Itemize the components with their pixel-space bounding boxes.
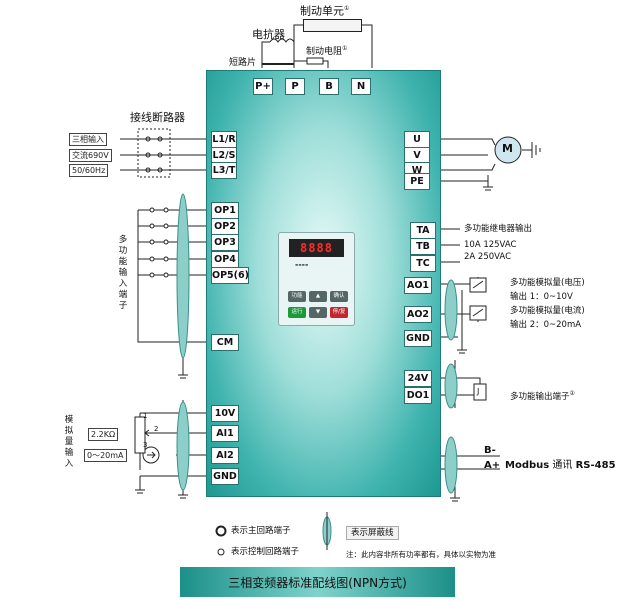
pot-pin-1: 1 <box>143 412 148 420</box>
terminal-l3-t: L3/T <box>211 162 237 179</box>
breaker-box <box>137 128 171 178</box>
do-relay-coil <box>473 383 487 401</box>
input-voltage-label: 交流690V <box>69 149 112 162</box>
terminal-p-plus: P+ <box>253 78 273 95</box>
pot-value-label: 2.2KΩ <box>88 428 119 441</box>
comm-shield <box>444 436 458 494</box>
relay-title: 多功能继电器输出 <box>464 224 533 234</box>
keypad-display: 8888 <box>289 239 344 257</box>
terminal-24v: 24V <box>404 370 432 387</box>
terminal-10v: 10V <box>211 405 239 422</box>
ao2-range: 输出 2：0~20mA <box>510 320 582 330</box>
analog-shield <box>176 401 190 491</box>
ao-shield <box>444 279 458 341</box>
current-range-label: 0～20mA <box>84 449 127 462</box>
do-label: 多功能输出端子① <box>510 390 575 402</box>
terminal-do1: DO1 <box>404 387 432 404</box>
comm-a-plus: A+ <box>484 460 501 471</box>
terminal-op5-6: OP5(6) <box>211 267 249 284</box>
terminal-l1-r: L1/R <box>211 131 237 148</box>
reactor-label: 电抗器 <box>252 28 285 41</box>
ao2-title: 多功能模拟量(电流) <box>510 306 585 316</box>
terminal-op4: OP4 <box>211 251 239 268</box>
legend-main-terminal: 表示主回路端子 <box>231 526 291 536</box>
keypad: 8888 ---- 功能 ▲ 确认 运行 ▼ 停/复 <box>278 232 355 326</box>
terminal-ai2: AI2 <box>211 447 239 464</box>
keypad-down-key[interactable]: ▼ <box>309 307 327 318</box>
keypad-stop-key[interactable]: 停/复 <box>330 307 348 318</box>
pot-pin-3: 3 <box>143 441 148 449</box>
comm-label: Modbus 通讯 RS-485 <box>505 460 616 471</box>
input-shield <box>176 193 190 359</box>
keypad-run-key[interactable]: 运行 <box>288 307 306 318</box>
diagram-title: 三相变频器标准配线图(NPN方式) <box>228 576 407 590</box>
pot-pin-2: 2 <box>154 425 159 433</box>
breaker-label: 接线断路器 <box>130 111 185 124</box>
terminal-op2: OP2 <box>211 218 239 235</box>
short-piece-label: 短路片 <box>229 58 257 68</box>
terminal-cm: CM <box>211 334 239 351</box>
pot-symbol <box>134 416 146 454</box>
brake-unit-label: 制动单元① <box>300 4 350 18</box>
terminal-gnd-ao: GND <box>404 330 432 347</box>
analog-input-side-label: 模拟量输入 <box>64 415 74 469</box>
brake-resistor-label: 制动电阻① <box>306 45 348 57</box>
ao1-title: 多功能模拟量(电压) <box>510 278 585 288</box>
legend-control-terminal-icon <box>217 548 225 556</box>
digital-input-side-label: 多功能输入端子 <box>118 235 128 311</box>
relay-rating-1: 10A 125VAC <box>464 240 517 250</box>
reactor-coil <box>269 38 295 43</box>
keypad-display-dash: ---- <box>295 260 309 269</box>
terminal-tc: TC <box>410 255 436 272</box>
terminal-b: B <box>319 78 339 95</box>
brake-resistor-symbol <box>306 57 324 65</box>
terminal-p: P <box>285 78 305 95</box>
do-relay-symbol: J <box>477 387 480 396</box>
relay-rating-2: 2A 250VAC <box>464 252 512 262</box>
brake-unit-box <box>303 19 362 32</box>
terminal-ai1: AI1 <box>211 425 239 442</box>
legend-control-terminal: 表示控制回路端子 <box>231 547 300 557</box>
terminal-v: V <box>404 147 430 164</box>
terminal-u: U <box>404 131 430 148</box>
comm-b-minus: B- <box>484 445 496 456</box>
legend-main-terminal-icon <box>215 525 227 537</box>
terminal-n: N <box>351 78 371 95</box>
motor-symbol <box>494 136 522 164</box>
input-phase-label: 三相输入 <box>69 133 107 146</box>
terminal-pe: PE <box>404 173 430 190</box>
motor-label: M <box>502 142 513 155</box>
terminal-tb: TB <box>410 238 436 255</box>
terminal-ao1: AO1 <box>404 277 432 294</box>
title-bar: 三相变频器标准配线图(NPN方式) <box>180 567 455 597</box>
ao1-range: 输出 1：0~10V <box>510 292 573 302</box>
legend-shield: 表示屏蔽线 <box>346 526 399 540</box>
brake-resistor-wire <box>294 60 329 68</box>
keypad-func-key[interactable]: 功能 <box>288 291 306 302</box>
input-freq-label: 50/60Hz <box>69 164 109 177</box>
keypad-confirm-key[interactable]: 确认 <box>330 291 348 302</box>
do-shield <box>444 363 458 409</box>
legend-note: 注：此内容非所有功率都有，具体以实物为准 <box>346 550 496 559</box>
terminal-op3: OP3 <box>211 234 239 251</box>
terminal-op1: OP1 <box>211 202 239 219</box>
terminal-ta: TA <box>410 222 436 239</box>
keypad-up-key[interactable]: ▲ <box>309 291 327 302</box>
terminal-gnd-ai: GND <box>211 468 239 485</box>
terminal-ao2: AO2 <box>404 306 432 323</box>
